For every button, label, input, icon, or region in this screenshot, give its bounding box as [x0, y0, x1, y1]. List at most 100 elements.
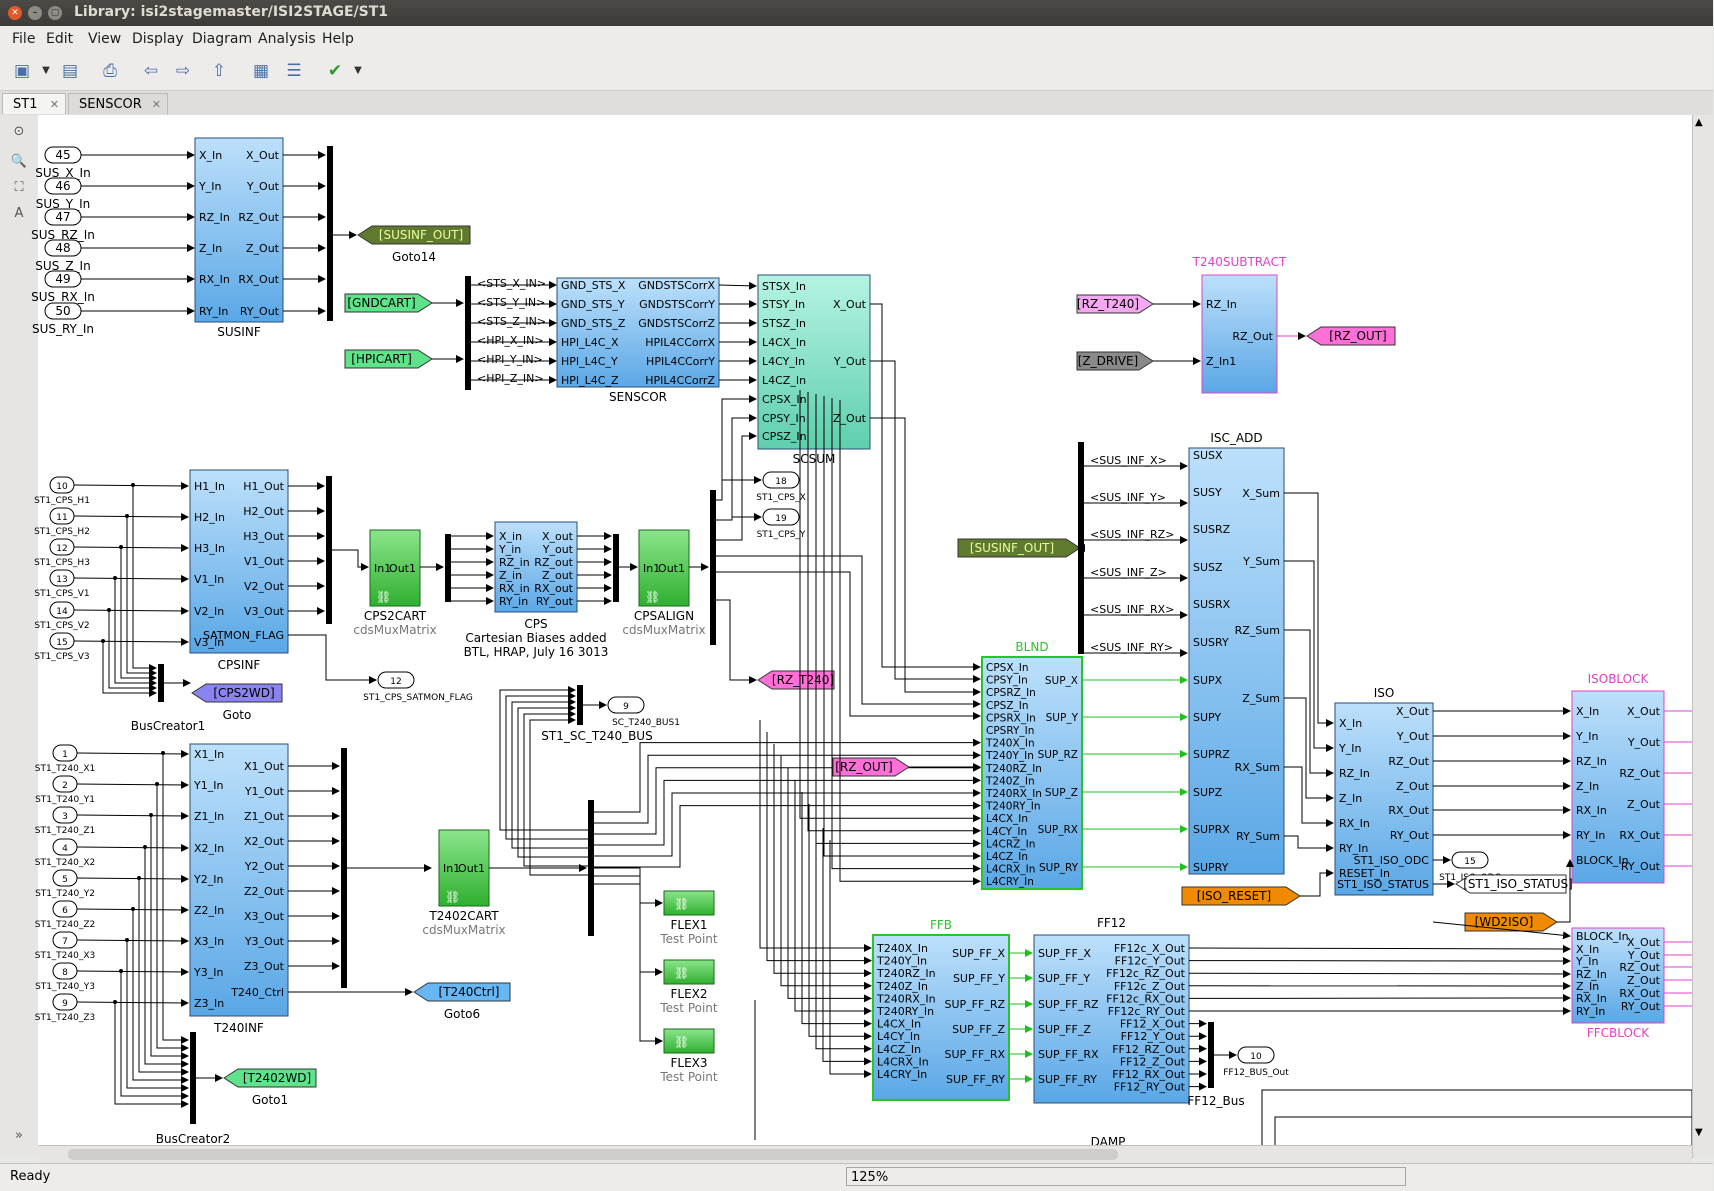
forward-arrow-icon[interactable]: ⇨ — [170, 59, 196, 83]
port-label: CPSRY_In — [986, 725, 1034, 737]
minimize-icon[interactable]: – — [28, 6, 42, 20]
port-label: SUSRZ — [1193, 523, 1231, 536]
status-bar: Ready 125% — [0, 1163, 1713, 1191]
outport-label: ST1_CPS_Y — [757, 530, 806, 540]
inport-label: ST1_T240_Z2 — [35, 920, 96, 930]
block-ff12[interactable]: SUP_FF_XSUP_FF_YSUP_FF_RZSUP_FF_ZSUP_FF_… — [1034, 916, 1189, 1103]
save-icon[interactable]: ▤ — [57, 59, 83, 83]
bus-selector — [465, 276, 471, 390]
outport-label: FF12_BUS_Out — [1223, 1068, 1289, 1078]
menu-diagram[interactable]: Diagram — [192, 31, 252, 47]
selector-label: <STS_Y_IN> — [477, 296, 545, 309]
port-label: X3_In — [194, 935, 224, 948]
maximize-icon[interactable]: ▢ — [48, 6, 62, 20]
hide-show-icon[interactable]: ⊙ — [10, 123, 28, 141]
port-label: V2_In — [194, 605, 224, 618]
block-scsum[interactable]: STSX_InSTSY_InSTSZ_InL4CX_InL4CY_InL4CZ_… — [758, 275, 870, 466]
from-tag[interactable]: [ISO_RESET] — [1182, 887, 1300, 905]
inport-label: ST1_CPS_H3 — [34, 558, 90, 568]
horizontal-scrollbar[interactable] — [38, 1145, 1692, 1164]
chevron-down-icon[interactable]: ▼ — [40, 59, 52, 83]
vertical-scrollbar[interactable]: ▲ ▼ — [1692, 115, 1714, 1157]
zoom-icon[interactable]: 🔍 — [10, 153, 28, 171]
library-browser-icon[interactable]: ☰ — [281, 59, 307, 83]
port-label: X_Out — [246, 149, 280, 162]
inport-number: 6 — [62, 906, 68, 916]
port-label: Y_In — [1338, 742, 1361, 755]
inport-number: 15 — [56, 638, 67, 648]
fit-view-icon[interactable]: ⛶ — [10, 179, 28, 197]
from-tag[interactable]: [WD2ISO] — [1465, 913, 1557, 931]
block-name: ISO — [1374, 686, 1395, 700]
port-label: Y_Out — [1396, 730, 1430, 743]
block-isc_add[interactable]: SUSXSUSYSUSRZSUSZSUSRXSUSRYSUPXSUPYSUPRZ… — [1189, 431, 1284, 874]
block-susinf[interactable]: X_InY_InRZ_InZ_InRX_InRY_InX_OutY_OutRZ_… — [195, 138, 283, 339]
menu-file[interactable]: File — [12, 31, 35, 47]
print-icon[interactable]: ⎙ — [97, 59, 123, 83]
check-icon[interactable]: ✔ — [322, 59, 348, 83]
from-tag[interactable]: [RZ_OUT] — [833, 758, 909, 776]
block-isoblock[interactable]: X_InY_InRZ_InZ_InRX_InRY_InBLOCK_InX_Out… — [1572, 672, 1664, 883]
port-label: Z1_In — [194, 810, 224, 823]
up-arrow-icon[interactable]: ⇧ — [206, 59, 232, 83]
block-t240inf[interactable]: X1_InY1_InZ1_InX2_InY2_InZ2_InX3_InY3_In… — [190, 744, 288, 1035]
port-label: Z_Out — [246, 242, 280, 255]
tab-st1[interactable]: ST1 ✕ — [2, 93, 66, 114]
from-tag[interactable]: [HPICART] — [345, 350, 432, 368]
menu-display[interactable]: Display — [132, 31, 184, 47]
close-icon[interactable]: ✕ — [50, 94, 59, 115]
port-label: X3_Out — [244, 910, 285, 923]
goto-tag[interactable]: [ST1_ISO_STATUS] — [1456, 875, 1573, 893]
close-icon[interactable]: ✕ — [8, 6, 22, 20]
port-label: Y_Out — [1627, 736, 1661, 749]
block-blnd[interactable]: CPSX_InCPSY_InCPSRZ_InCPSZ_InCPSRX_InCPS… — [982, 640, 1082, 889]
port-label: CPSZ_In — [986, 700, 1029, 712]
tag-label: [Z_DRIVE] — [1078, 354, 1139, 368]
scroll-thumb[interactable] — [68, 1149, 1118, 1160]
port-label: STSX_In — [762, 280, 806, 293]
goto-tag[interactable]: [RZ_OUT] — [1307, 327, 1395, 345]
menu-view[interactable]: View — [88, 31, 121, 47]
menu-help[interactable]: Help — [322, 31, 354, 47]
port-label: GNDSTSCorrX — [638, 279, 715, 292]
tag-name: Goto1 — [252, 1093, 288, 1107]
block-cps[interactable]: X_inY_inRZ_inZ_inRX_inRY_inX_outY_outRZ_… — [495, 522, 577, 612]
tab-senscor[interactable]: SENSCOR ✕ — [68, 93, 168, 114]
port-label: Z_Sum — [1242, 692, 1280, 705]
back-arrow-icon[interactable]: ⇦ — [138, 59, 164, 83]
goto-tag[interactable]: [RZ_T240] — [758, 671, 834, 689]
port-label: RZ_Sum — [1235, 624, 1280, 637]
new-model-icon[interactable]: ▣ — [9, 59, 35, 83]
block-senscor[interactable]: GND_STS_XGND_STS_YGND_STS_ZHPI_L4C_XHPI_… — [557, 278, 719, 404]
block-cpsinf[interactable]: H1_InH2_InH3_InV1_InV2_InV3_InH1_OutH2_O… — [190, 470, 288, 672]
scroll-down-icon[interactable]: ▼ — [1695, 1127, 1703, 1138]
chevron-down-icon[interactable]: ▼ — [352, 59, 364, 83]
annotation-icon[interactable]: A — [10, 205, 28, 223]
port-label: RY_Out — [1390, 829, 1430, 842]
block-ffb[interactable]: T240X_InT240Y_InT240RZ_InT240Z_InT240RX_… — [873, 918, 1009, 1100]
menu-edit[interactable]: Edit — [46, 31, 73, 47]
port-label: SUPX — [1193, 674, 1223, 687]
testpoint-subtitle: Test Point — [659, 1001, 718, 1015]
expand-icon[interactable]: » — [10, 1127, 28, 1145]
block-name: BLND — [1015, 640, 1048, 654]
port-label: X2_In — [194, 842, 224, 855]
model-browser-icon[interactable]: ▦ — [248, 59, 274, 83]
from-tag[interactable]: [RZ_T240] — [1077, 295, 1153, 313]
menu-analysis[interactable]: Analysis — [258, 31, 316, 47]
scroll-up-icon[interactable]: ▲ — [1695, 117, 1703, 128]
block-ffcblock[interactable]: BLOCK_InX_InY_InRZ_InZ_InRX_InRY_InX_Out… — [1572, 928, 1664, 1040]
block-name: T2402CART — [428, 909, 499, 923]
from-tag[interactable]: [SUSINF_OUT] — [958, 539, 1080, 557]
port-label: RZ_Out — [1232, 330, 1273, 343]
block-iso[interactable]: X_InY_InRZ_InZ_InRX_InRY_InRESET_InX_Out… — [1335, 686, 1433, 895]
close-icon[interactable]: ✕ — [152, 94, 161, 115]
port-label: RZ_In — [1206, 298, 1237, 311]
from-tag[interactable]: [GNDCART] — [345, 294, 432, 312]
inport-number: 7 — [62, 937, 68, 947]
tag-label: [ISO_RESET] — [1197, 889, 1271, 903]
port-label: SUP_FF_RX — [945, 1048, 1006, 1061]
from-tag[interactable]: [Z_DRIVE] — [1077, 352, 1153, 370]
